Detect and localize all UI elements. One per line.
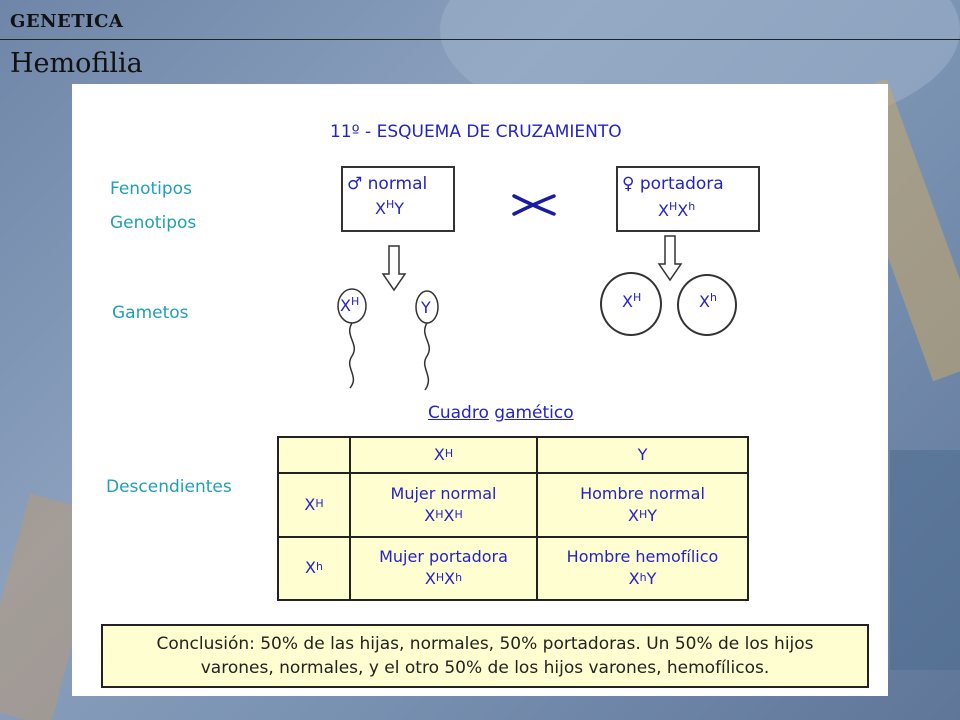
male-parent-box: ♂ normal XHY	[341, 166, 455, 232]
section-label: GENETICA	[10, 11, 124, 32]
header-divider	[0, 39, 960, 40]
punnett-title: Cuadro gamético	[428, 403, 574, 423]
label-genotipos: Genotipos	[110, 213, 197, 233]
sperm-2-label: Y	[421, 298, 431, 317]
female-phenotype: ♀ portadora	[622, 174, 724, 194]
label-fenotipos: Fenotipos	[110, 179, 192, 199]
label-descendientes: Descendientes	[106, 477, 232, 497]
column-header: Y	[536, 436, 749, 474]
male-arrow-icon	[381, 245, 407, 292]
sperm-cell-icon	[337, 288, 367, 389]
table-corner-cell	[277, 436, 351, 474]
female-parent-box: ♀ portadora XHXh	[616, 166, 760, 232]
egg-cell-icon: Xh	[677, 274, 737, 336]
cross-icon	[512, 194, 556, 216]
male-phenotype: ♂ normal	[347, 174, 428, 194]
sperm-cell-icon	[415, 290, 439, 391]
conclusion-line: Conclusión: 50% de las hijas, normales, …	[156, 634, 814, 654]
label-gametos: Gametos	[112, 303, 189, 323]
female-genotype: XHXh	[658, 200, 696, 220]
row-header: XH	[277, 472, 351, 538]
sperm-1-label: XH	[340, 295, 360, 315]
page-title: Hemofilia	[10, 48, 143, 79]
egg-2-label: Xh	[699, 291, 717, 311]
female-arrow-icon	[657, 235, 683, 282]
conclusion-line: varones, normales, y el otro 50% de los …	[200, 658, 770, 678]
column-header: XH	[349, 436, 538, 474]
egg-cell-icon: XH	[600, 272, 662, 336]
egg-1-label: XH	[622, 291, 642, 311]
conclusion-box: Conclusión: 50% de las hijas, normales, …	[101, 624, 869, 688]
row-header: Xh	[277, 535, 351, 601]
diagram-heading: 11º - ESQUEMA DE CRUZAMIENTO	[330, 122, 622, 142]
male-genotype: XHY	[375, 198, 405, 218]
diagram-panel: 11º - ESQUEMA DE CRUZAMIENTO Fenotipos G…	[72, 84, 888, 696]
